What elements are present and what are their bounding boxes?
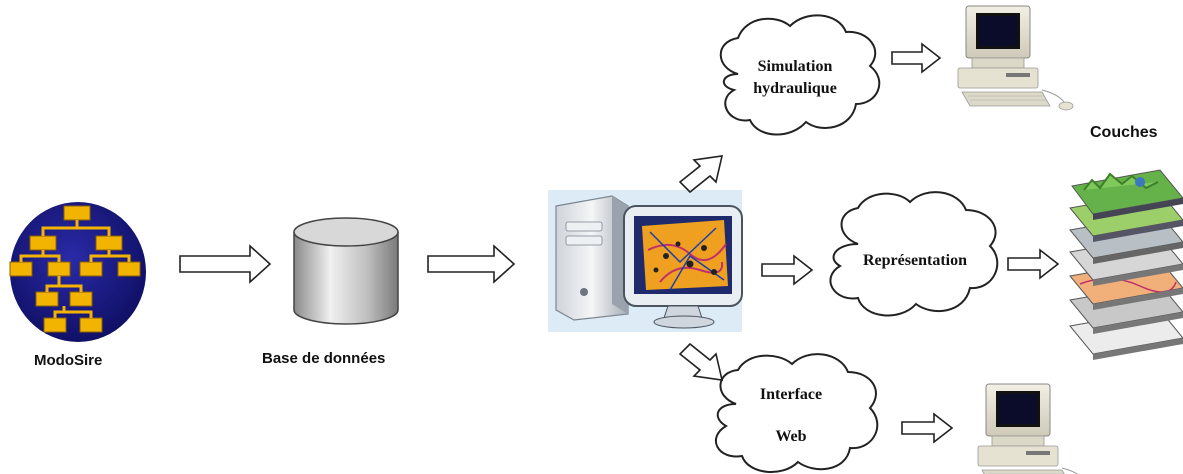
computer-icon-web (977, 383, 1094, 474)
database-icon (293, 217, 399, 325)
layers-stack-icon (1069, 169, 1183, 360)
arrow-right-icon (901, 412, 954, 444)
arrow-right-icon (761, 254, 814, 286)
arrow-down-right-icon (678, 342, 724, 381)
simulation-label-line2: hydraulique (753, 80, 837, 97)
arrow-right-icon (1007, 248, 1060, 280)
cloud-simulation-shape (719, 14, 881, 136)
web-label-line2: Web (775, 428, 807, 445)
simulation-label-line1: Simulation (757, 58, 833, 75)
modosire-label: ModoSire (34, 352, 103, 369)
layers-title: Couches (1090, 124, 1158, 141)
cloud-web-shape (714, 353, 879, 474)
arrow-right-icon (179, 244, 272, 284)
gis-workstation-icon (548, 190, 743, 332)
web-label-line1: Interface (759, 386, 823, 403)
representation-label: Représentation (863, 252, 967, 269)
computer-icon-simulation (957, 5, 1074, 111)
arrow-right-icon (427, 244, 516, 284)
modosire-logo-icon (9, 202, 146, 342)
cloud-representation-shape (829, 191, 999, 317)
arrow-right-icon (891, 42, 942, 74)
database-label: Base de données (262, 350, 386, 367)
arrow-up-right-icon (678, 155, 724, 194)
